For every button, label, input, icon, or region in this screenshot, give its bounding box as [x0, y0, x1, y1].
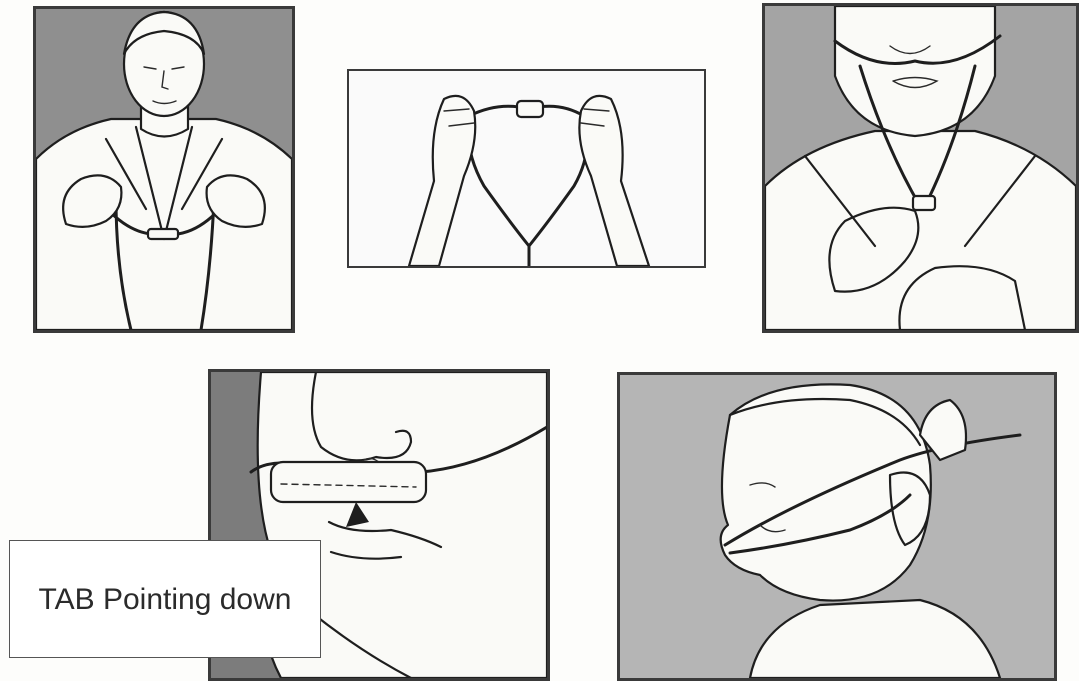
- tab-pointing-down-callout: TAB Pointing down: [9, 540, 321, 658]
- step-1-drawing: [36, 9, 292, 330]
- step-5-drawing: [620, 375, 1054, 678]
- callout-label: TAB Pointing down: [39, 581, 292, 618]
- step-3-drawing: [765, 6, 1076, 330]
- slide-bolo: [913, 196, 935, 210]
- illustration-step-3-adjust-slide: [762, 3, 1079, 333]
- nasal-prong-pad: [271, 462, 426, 502]
- illustration-step-1-hold-cannula: [33, 6, 295, 333]
- nasal-prongs: [517, 101, 543, 117]
- cannula-prongs: [148, 229, 178, 239]
- illustration-step-5-tubing-over-ears: [617, 372, 1057, 681]
- step-2-drawing: [349, 71, 704, 266]
- illustration-step-2-cannula-prongs: [347, 69, 706, 268]
